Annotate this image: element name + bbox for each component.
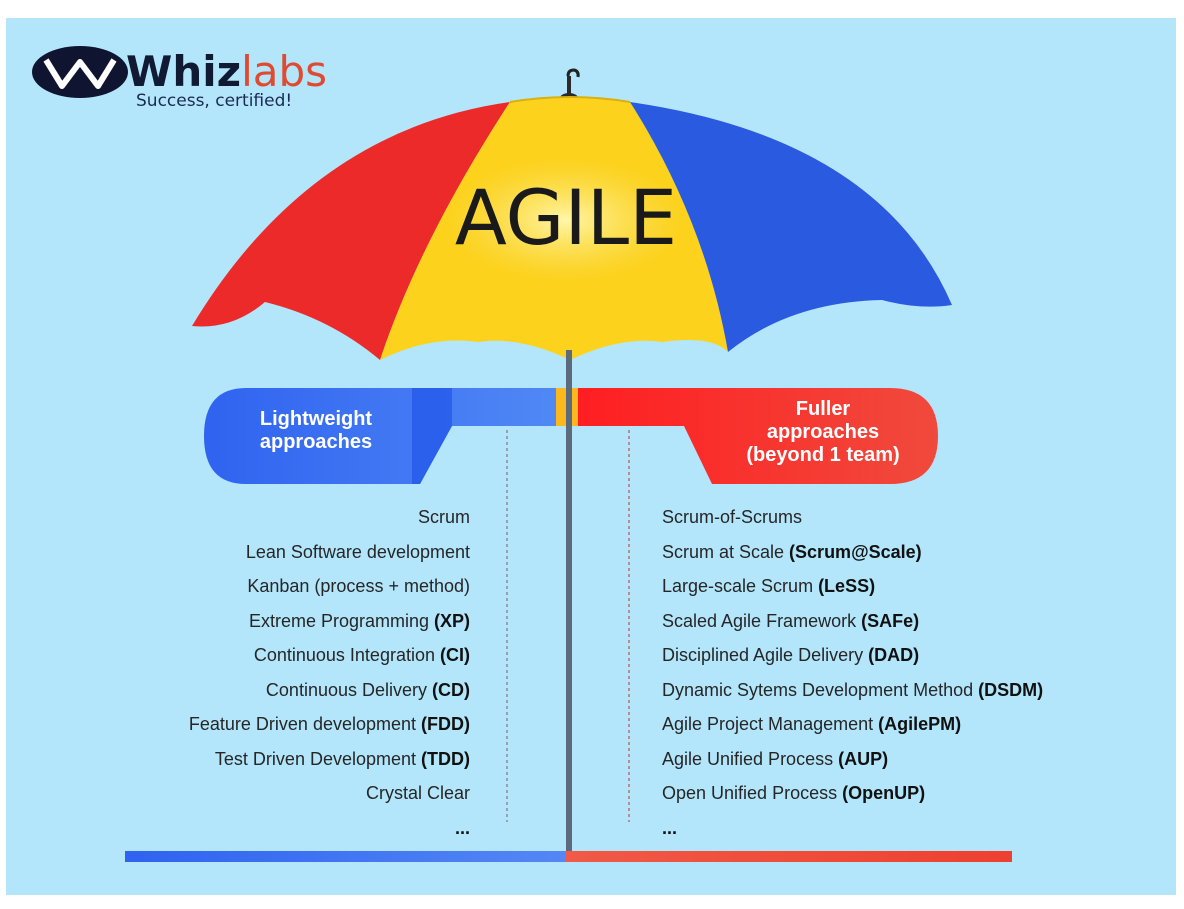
list-item: Test Driven Development (TDD) xyxy=(214,748,470,769)
fuller-label-line: Fuller xyxy=(795,398,851,420)
list-item: Extreme Programming (XP) xyxy=(248,610,470,631)
logo-wordmark: Whizlabs xyxy=(126,47,327,96)
fuller-label-line: approaches xyxy=(766,421,880,443)
fuller-banner xyxy=(578,388,938,484)
list-item: Open Unified Process (OpenUP) xyxy=(662,783,926,803)
umbrella-canopy xyxy=(192,96,952,360)
list-item: Kanban (process + method) xyxy=(247,576,470,596)
lightweight-label-line: approaches xyxy=(259,431,373,453)
canopy-panel-right-blue xyxy=(630,102,952,352)
list-item: Continuous Integration (CI) xyxy=(253,645,470,665)
base-bar-fuller xyxy=(566,851,1012,862)
list-item: Agile Project Management (AgilePM) xyxy=(662,714,962,734)
lightweight-approaches-list: Scrum Lean Software development Kanban (… xyxy=(40,500,470,845)
umbrella-pole xyxy=(566,350,572,860)
list-item: Scaled Agile Framework (SAFe) xyxy=(662,610,920,631)
canopy-panel-left-red xyxy=(192,102,510,360)
logo-emblem-icon xyxy=(32,46,128,98)
list-item: Continuous Delivery (CD) xyxy=(265,679,470,700)
list-item: Lean Software development xyxy=(245,541,470,562)
lightweight-label-line: Lightweight xyxy=(259,408,373,430)
logo-tagline: Success, certified! xyxy=(136,91,292,111)
list-item: Crystal Clear xyxy=(365,783,470,803)
fuller-label-line: (beyond 1 team) xyxy=(746,444,900,466)
lightweight-banner xyxy=(204,388,556,484)
list-item: Feature Driven development (FDD) xyxy=(188,714,470,734)
fuller-approaches-list: Scrum-of-Scrums Scrum at Scale (Scrum@Sc… xyxy=(662,500,1172,845)
list-item: Agile Unified Process (AUP) xyxy=(662,748,889,769)
lightweight-label: Lightweight approaches xyxy=(212,408,420,454)
list-item: Dynamic Sytems Development Method (DSDM) xyxy=(662,679,1044,700)
canopy-highlight xyxy=(445,158,685,282)
list-item: ... xyxy=(662,817,678,838)
list-item: Disciplined Agile Delivery (DAD) xyxy=(662,645,920,665)
logo-w-mark-icon xyxy=(43,58,117,89)
list-item: Scrum at Scale (Scrum@Scale) xyxy=(662,541,922,562)
list-item: Scrum xyxy=(417,507,470,527)
list-item: ... xyxy=(454,817,470,838)
list-item: Large-scale Scrum (LeSS) xyxy=(662,576,876,596)
base-bar-lightweight xyxy=(125,851,566,862)
whizlabs-logo: Whizlabs Success, certified! xyxy=(32,46,327,111)
canopy-title: AGILE xyxy=(455,173,677,262)
list-item: Scrum-of-Scrums xyxy=(662,507,803,527)
fuller-label: Fuller approaches (beyond 1 team) xyxy=(708,398,938,467)
category-band xyxy=(204,388,938,484)
